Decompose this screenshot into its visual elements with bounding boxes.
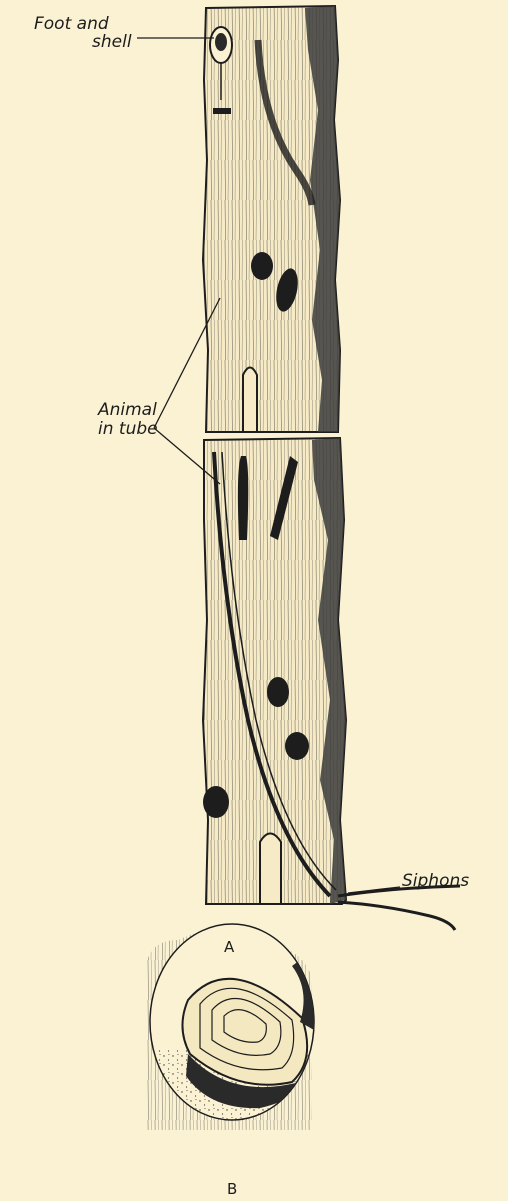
shell-detail (140, 924, 330, 1130)
caption-figure-a: A (224, 938, 234, 956)
label-foot-and-shell-line1: Foot and (34, 16, 109, 33)
label-animal-in-tube-line2: in tube (98, 421, 158, 438)
caption-figure-b: B (227, 1180, 237, 1198)
label-siphons: Siphons (402, 873, 469, 890)
label-animal-in-tube-line1: Animal (98, 402, 157, 419)
wood-piece-upper (203, 6, 340, 432)
label-foot-and-shell-line2: shell (92, 34, 132, 51)
wood-piece-lower (203, 438, 346, 904)
